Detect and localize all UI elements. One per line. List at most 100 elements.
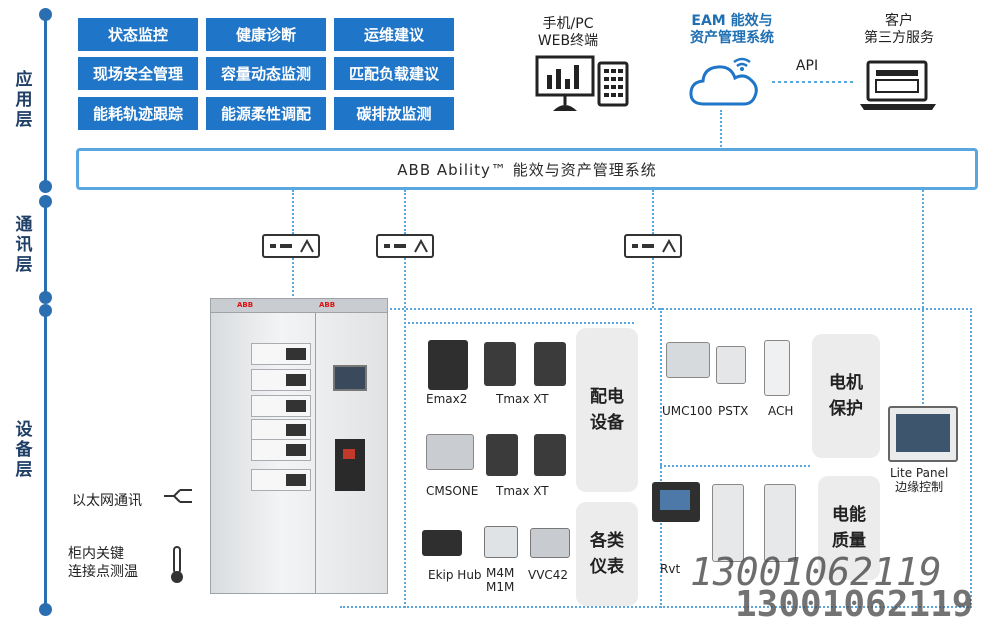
label-lite-panel: Lite Panel 边缘控制	[890, 466, 948, 494]
connector-line	[660, 308, 662, 608]
device-tmax-xt3	[534, 434, 566, 476]
device-cmsone	[426, 434, 474, 470]
category-motor-line: 保护	[829, 399, 863, 419]
cloud-icon	[689, 57, 758, 106]
cabinet-breaker-indicator	[343, 449, 355, 459]
device-rvt	[652, 482, 700, 522]
layer-axis-dot	[39, 180, 52, 193]
label-tmax-xt2: Tmax XT	[496, 484, 549, 498]
switchgear-cabinet: ABB ABB	[210, 298, 388, 594]
label-cmsone: CMSONE	[426, 484, 479, 498]
connector-line	[660, 465, 810, 467]
temp-label: 柜内关键 连接点测温	[68, 545, 138, 581]
connector-line	[404, 258, 406, 608]
ethernet-label: 以太网通讯	[72, 493, 142, 509]
cabinet-drawer	[251, 469, 311, 491]
label-m4m-line: M4M	[486, 566, 515, 580]
cabinet-drawer	[251, 439, 311, 461]
rvt-screen	[660, 490, 690, 510]
layer-axis-device	[44, 310, 47, 610]
eam-label-line: EAM 能效与	[691, 13, 773, 29]
customer-label-line: 第三方服务	[864, 30, 934, 46]
category-distribution-line: 设备	[590, 413, 624, 433]
category-power-quality: 电能 质量	[818, 476, 880, 580]
laptop-icon	[860, 60, 936, 110]
app-tile: 碳排放监测	[334, 97, 454, 130]
layer-axis-dot	[39, 304, 52, 317]
cabinet-top	[211, 299, 387, 313]
device-emax2	[428, 340, 468, 390]
app-tile: 健康诊断	[206, 18, 326, 51]
cabinet-drawer	[251, 395, 311, 417]
thermometer-icon	[171, 546, 183, 583]
device-ach	[764, 340, 790, 396]
label-lite-panel-line: 边缘控制	[895, 480, 944, 494]
label-ekip-hub: Ekip Hub	[428, 568, 482, 582]
connector-line	[720, 110, 722, 150]
cabinet-breaker	[335, 439, 365, 491]
layer-axis-dot	[39, 195, 52, 208]
connector-line	[292, 190, 294, 234]
label-umc100: UMC100	[662, 404, 713, 418]
cabinet-hmi-screen	[333, 365, 367, 391]
app-tile: 状态监控	[78, 18, 198, 51]
eam-label: EAM 能效与 资产管理系统	[672, 13, 792, 47]
platform-bar: ABB Ability™ 能效与资产管理系统	[76, 148, 978, 190]
cabinet-divider	[315, 313, 316, 593]
ethernet-icon	[164, 489, 192, 503]
device-tmax-xt	[484, 342, 516, 386]
connector-line	[922, 190, 924, 412]
category-power-quality-line: 电能	[832, 505, 866, 525]
label-ach: ACH	[768, 404, 794, 418]
layer-label-device: 设备层	[15, 420, 33, 480]
connector-line	[292, 258, 294, 300]
app-tile: 现场安全管理	[78, 57, 198, 90]
device-umc100	[666, 342, 710, 378]
category-distribution-line: 配电	[590, 387, 624, 407]
customer-label: 客户 第三方服务	[853, 13, 945, 47]
category-meters: 各类 仪表	[576, 502, 638, 606]
category-meters-line: 各类	[590, 531, 624, 551]
device-pstx	[716, 346, 746, 384]
connector-line	[404, 190, 406, 234]
cabinet-drawer	[251, 419, 311, 441]
layer-axis-app	[44, 14, 47, 186]
customer-label-line: 客户	[885, 13, 913, 29]
device-tmax-xt2	[486, 434, 518, 476]
connector-line	[652, 190, 654, 234]
app-tile: 能源柔性调配	[206, 97, 326, 130]
category-power-quality-line: 质量	[832, 531, 866, 551]
label-emax2: Emax2	[426, 392, 468, 406]
api-label: API	[795, 58, 819, 74]
app-tile: 匹配负载建议	[334, 57, 454, 90]
label-pstx: PSTX	[718, 404, 749, 418]
device-cabinet-pq	[712, 484, 744, 562]
lite-panel-screen	[896, 414, 950, 452]
mobile-pc-label-line: WEB终端	[537, 33, 599, 49]
app-tile: 运维建议	[334, 18, 454, 51]
layer-axis-comm	[44, 200, 47, 295]
device-ekip-hub	[422, 530, 462, 556]
device-cabinet-pq2	[764, 484, 796, 562]
gateway-icon	[376, 234, 434, 258]
gateway-icon	[262, 234, 320, 258]
app-tile: 容量动态监测	[206, 57, 326, 90]
device-lite-panel	[888, 406, 958, 462]
layer-axis-dot	[39, 8, 52, 21]
device-m4m	[484, 526, 518, 558]
device-tmax-xt-small	[534, 342, 566, 386]
cabinet-logo: ABB	[319, 301, 336, 309]
mobile-pc-label-line: 手机/PC	[542, 16, 594, 32]
temp-label-line: 连接点测温	[68, 564, 138, 580]
watermark-text: 13001062119	[735, 584, 974, 625]
label-m2m: VVC42	[528, 568, 569, 582]
label-tmax-xt: Tmax XT	[496, 392, 549, 406]
watermark-text: 13001062119	[690, 550, 942, 594]
gateway-icon	[624, 234, 682, 258]
cabinet-logo: ABB	[237, 301, 254, 309]
layer-axis-dot	[39, 291, 52, 304]
cabinet-drawer	[251, 369, 311, 391]
category-meters-line: 仪表	[590, 557, 624, 577]
monitor-icon	[535, 55, 629, 111]
label-lite-panel-line: Lite Panel	[890, 466, 949, 480]
